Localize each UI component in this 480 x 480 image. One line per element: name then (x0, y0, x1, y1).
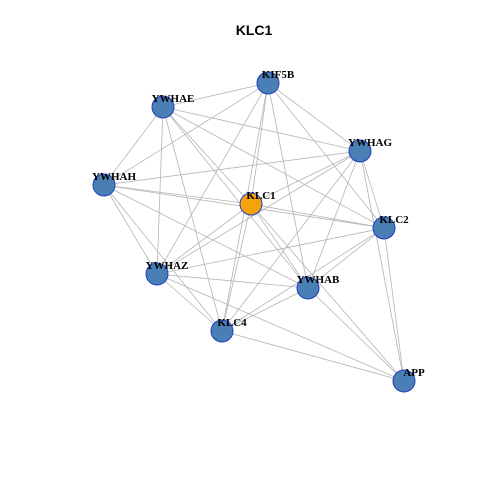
edge-klc2-app (383, 227, 405, 382)
node-label-ywhag: YWHAG (348, 137, 392, 149)
node-circle-ywhah (92, 173, 116, 197)
edge-kif5b-ywhag (267, 82, 361, 152)
node-app: APP (392, 367, 425, 393)
edge-ywhaz-app (156, 273, 405, 382)
node-circle-klc2 (372, 216, 396, 240)
node-label-kif5b: KIF5B (262, 69, 295, 81)
edge-ywhag-app (359, 150, 405, 382)
node-ywhae: YWHAE (151, 93, 195, 119)
edge-klc1-klc4 (221, 203, 252, 332)
edge-ywhag-klc2 (359, 150, 385, 229)
node-label-klc1: KLC1 (246, 190, 275, 202)
node-circle-ywhaz (145, 262, 169, 286)
node-label-klc4: KLC4 (217, 317, 247, 329)
edge-klc2-ywhaz (156, 227, 385, 275)
node-kif5b: KIF5B (256, 69, 295, 95)
edge-klc1-klc2 (250, 203, 385, 229)
node-circle-ywhag (348, 139, 372, 163)
node-label-klc2: KLC2 (379, 214, 409, 226)
edge-ywhae-ywhab (162, 106, 309, 289)
node-klc2: KLC2 (372, 214, 409, 240)
edge-kif5b-ywhah (103, 82, 269, 186)
edge-ywhae-klc1 (162, 106, 252, 205)
edge-ywhae-klc4 (162, 106, 223, 332)
node-klc1: KLC1 (239, 190, 276, 216)
node-circle-kif5b (256, 71, 280, 95)
edge-ywhah-ywhab (103, 184, 309, 289)
node-circle-klc1 (239, 192, 263, 216)
node-label-ywhae: YWHAE (152, 93, 195, 105)
edge-ywhag-ywhab (307, 150, 361, 289)
edge-klc1-app (250, 203, 405, 382)
edge-kif5b-klc1 (250, 82, 269, 205)
edge-ywhah-klc4 (103, 184, 223, 332)
edge-ywhae-ywhaz (156, 106, 164, 275)
edge-ywhae-klc2 (162, 106, 385, 229)
node-label-ywhaz: YWHAZ (146, 260, 189, 272)
edge-kif5b-ywhab (267, 82, 309, 289)
node-circle-app (392, 369, 416, 393)
edge-kif5b-ywhaz (156, 82, 269, 275)
edge-ywhaz-ywhab (156, 273, 309, 289)
diagram-title: KLC1 (236, 22, 273, 38)
node-circle-ywhab (296, 276, 320, 300)
edge-ywhag-ywhah (103, 150, 361, 186)
edge-klc1-ywhab (250, 203, 309, 289)
node-circle-klc4 (210, 319, 234, 343)
node-klc4: KLC4 (210, 317, 247, 343)
edge-ywhag-klc1 (250, 150, 361, 205)
edge-ywhae-ywhah (103, 106, 164, 186)
edge-klc1-ywhaz (156, 203, 252, 275)
edge-ywhae-ywhag (162, 106, 361, 152)
node-label-ywhah: YWHAH (92, 171, 136, 183)
node-ywhah: YWHAH (92, 171, 136, 197)
edge-ywhaz-klc4 (156, 273, 223, 332)
node-circle-ywhae (151, 95, 175, 119)
edge-klc2-ywhab (307, 227, 385, 289)
node-ywhab: YWHAB (296, 274, 340, 300)
node-label-app: APP (403, 367, 425, 379)
edge-ywhag-klc4 (221, 150, 361, 332)
node-label-ywhab: YWHAB (297, 274, 340, 286)
edge-ywhah-ywhaz (103, 184, 158, 275)
edge-ywhab-app (307, 287, 405, 382)
edge-kif5b-ywhae (162, 82, 269, 108)
edge-ywhah-klc1 (103, 184, 252, 205)
node-ywhag: YWHAG (348, 137, 392, 163)
edge-klc4-app (221, 330, 405, 382)
node-ywhaz: YWHAZ (145, 260, 189, 286)
edge-layer (103, 82, 405, 382)
edge-ywhab-klc4 (221, 287, 309, 332)
